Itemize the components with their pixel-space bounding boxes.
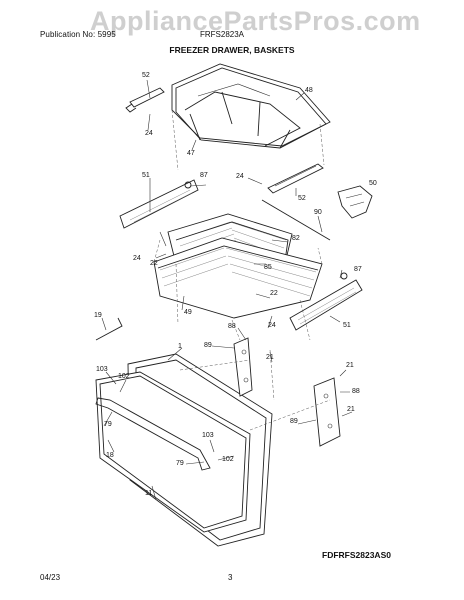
left-mounting-bracket [233,337,253,397]
callout-label: 24 [268,322,276,329]
callout-label: 87 [200,172,208,179]
upper-right-slide [267,163,324,194]
right-mounting-bracket [313,377,341,447]
callout-label: 22 [150,260,158,267]
allen-key-part-19 [95,317,123,341]
page-title: FREEZER DRAWER, BASKETS [169,45,295,55]
callout-label: 52 [142,72,150,79]
callout-label: 89 [290,418,298,425]
callout-label: 88 [228,323,236,330]
callout-label: 52 [298,195,306,202]
callout-label: 87 [354,266,362,273]
watermark: AppliancePartsPros.com [90,6,421,36]
callout-label: 51 [343,322,351,329]
callout-label: 82 [292,235,300,242]
publication-number: Publication No: 5995 [40,30,116,39]
callout-label: 24 [236,173,244,180]
callout-label: 90 [314,209,322,216]
upper-left-slide [125,87,165,113]
rod-part-90 [261,199,331,241]
callout-label: 1 [178,343,182,350]
callout-label: 51 [142,172,150,179]
callout-label: 88 [352,388,360,395]
callout-label: 50 [369,180,377,187]
callout-label: 102 [118,373,130,380]
callout-label: 49 [184,309,192,316]
upper-basket [171,63,331,149]
callout-label: 85 [264,264,272,271]
callout-label: 48 [305,87,313,94]
callout-label: 102 [222,456,234,463]
callout-label: 19 [94,312,102,319]
callout-label: 47 [187,150,195,157]
model-number: FRFS2823A [200,30,245,39]
callout-label: 21 [266,354,274,361]
callout-label: 22 [270,290,278,297]
middle-left-slide [119,179,199,229]
drawer-front-panel [95,371,251,533]
callout-leaders [101,79,353,501]
callout-label: 79 [176,460,184,467]
assembly-leader-lines [171,109,331,431]
diagram-code: FDFRFS2823AS0 [322,550,391,560]
callout-label: 21 [347,406,355,413]
callout-label: 21 [346,362,354,369]
callout-label: 103 [202,432,214,439]
callout-label: 18 [106,452,114,459]
callout-label: 103 [96,366,108,373]
lower-basket [153,237,323,319]
page-number: 3 [228,573,233,582]
callout-label: 89 [204,342,212,349]
callout-label: 24 [145,130,153,137]
publication-date: 04/23 [40,573,61,582]
bracket-part-50 [337,185,373,219]
callout-label: 11 [145,490,153,497]
callout-label: 24 [133,255,141,262]
callout-label: 79 [104,421,112,428]
lower-right-slide [289,272,363,331]
